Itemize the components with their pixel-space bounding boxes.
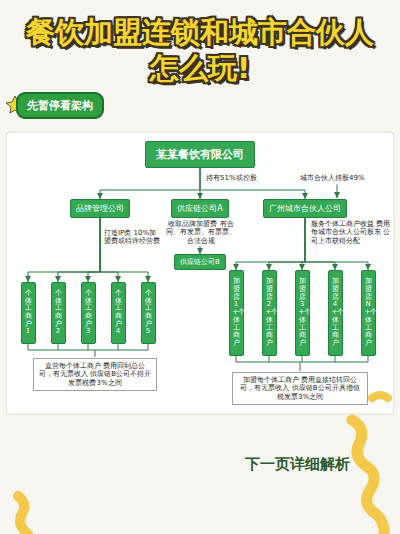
company-box: 某某餐饮有限公司	[145, 141, 255, 168]
diagram-card	[6, 132, 394, 414]
store-box: 加盟店N+个体工商户	[361, 270, 376, 356]
company-box: 供应链公司B	[174, 254, 226, 270]
node-text: 直营每个体工商户 费用回到总公司，有无票收入 供应链B公司不得开发票税费3%之间	[38, 362, 152, 387]
store-box: 个体工商户3	[81, 282, 96, 344]
squiggle	[372, 395, 388, 398]
node-text: 加盟每个体工商户 费用直接结转回公司，有无票收入 供应链B公司开具增值税发票3%…	[237, 376, 363, 401]
squiggle	[352, 420, 384, 534]
company-box: 供应链公司A	[171, 199, 228, 218]
store-box: 个体工商户2	[51, 282, 66, 344]
share-note: 持有51%或控股	[206, 174, 257, 182]
connector	[269, 218, 305, 270]
connector	[200, 168, 305, 199]
node-text: 加盟店4+个体工商户	[332, 278, 339, 347]
fee-note: 打造IP类 10%加盟费或特许经营费	[104, 229, 160, 246]
store-box: 个体工商户4	[111, 282, 126, 344]
leader-line	[337, 184, 338, 198]
node-text: 先暂停看架构	[27, 98, 93, 113]
node-text: 个体工商户4	[115, 290, 122, 336]
connector	[88, 218, 100, 282]
store-box: 个体工商户1	[21, 282, 36, 344]
store-box: 加盟店4+个体工商户	[328, 270, 343, 356]
node-text: 个体工商户2	[55, 290, 62, 336]
node-text: 个体工商户5	[145, 290, 152, 336]
node-text: 供应链公司A	[177, 203, 222, 214]
node-text: 加盟店1+个体工商户	[233, 278, 240, 347]
connector	[100, 218, 148, 282]
company-box: 广州城市合伙人公司	[263, 199, 347, 218]
badge: 先暂停看架构	[16, 92, 104, 119]
store-box: 加盟店2+个体工商户	[262, 270, 277, 356]
squiggle	[18, 496, 28, 534]
store-box: 个体工商户5	[141, 282, 156, 344]
company-box: 品牌管理公司	[70, 199, 130, 218]
node-text: 加盟店N+个体工商户	[365, 278, 372, 347]
connector	[58, 218, 100, 282]
node-text: 个体工商户1	[25, 290, 32, 336]
note-box: 直营每个体工商户 费用回到总公司，有无票收入 供应链B公司不得开发票税费3%之间	[33, 358, 157, 391]
store-box: 加盟店3+个体工商户	[295, 270, 310, 356]
node-text: 加盟店3+个体工商户	[299, 278, 306, 347]
next-page-hint: 下一页详细解析	[245, 455, 350, 473]
connector	[100, 168, 200, 199]
connector	[236, 218, 305, 270]
fee-note: 服务个体工商户收益 费用每城市合伙人公司股东 公司上市获得分配	[311, 220, 393, 245]
node-text: 品牌管理公司	[76, 203, 124, 214]
store-box: 加盟店1+个体工商户	[229, 270, 244, 356]
note-box: 加盟每个体工商户 费用直接结转回公司，有无票收入 供应链B公司开具增值税发票3%…	[232, 372, 368, 405]
node-text: 供应链公司B	[180, 257, 220, 267]
bracket-line	[236, 356, 368, 371]
node-text: 个体工商户3	[85, 290, 92, 336]
page-title: 餐饮加盟连锁和城市合伙人 怎么玩!	[0, 14, 400, 87]
node-text: 某某餐饮有限公司	[156, 147, 244, 162]
fee-note: 收取品牌加盟费 有合同、有发票、有票票、合法合规	[165, 219, 237, 246]
connector	[28, 218, 100, 282]
share-note: 城市合伙人持股49%	[300, 174, 365, 182]
bracket-line	[28, 344, 148, 357]
node-text: 广州城市合伙人公司	[269, 203, 341, 214]
node-text: 加盟店2+个体工商户	[266, 278, 273, 347]
